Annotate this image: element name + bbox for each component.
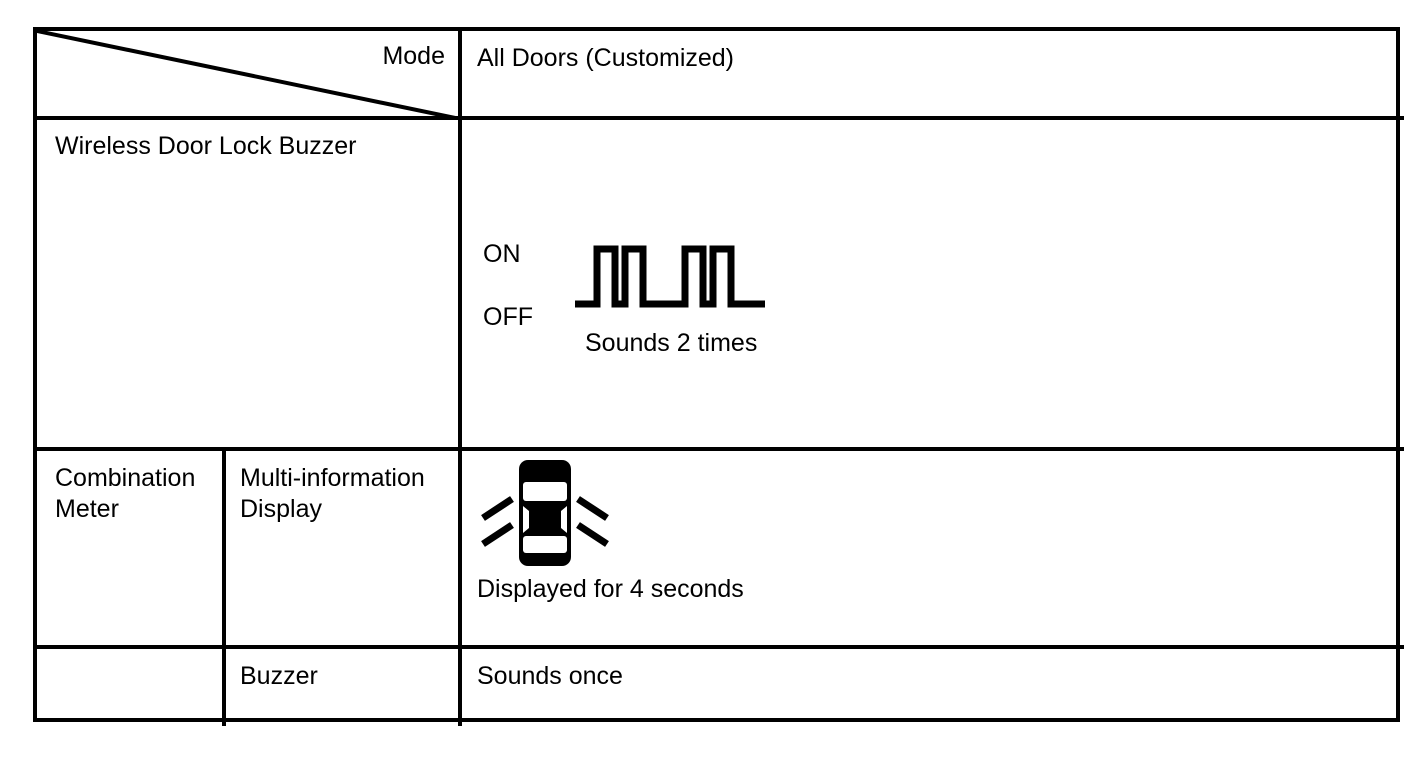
waveform-off-label: OFF [483,303,533,331]
column-divider-main [458,31,462,726]
row-value-sounds-once: Sounds once [477,662,623,690]
waveform-on-label: ON [483,240,521,268]
header-corner-diagonal [37,31,462,120]
row-group-label-combination-meter: Combination Meter [55,464,196,523]
row-divider-header [37,116,1404,120]
header-mode-label: Mode [382,42,445,70]
header-mode-value: All Doors (Customized) [477,44,735,72]
row-label-meter-buzzer: Buzzer [240,662,318,690]
column-divider-sub [222,447,226,726]
row-divider-buzzer [37,447,1404,451]
waveform-trace-icon [575,245,765,308]
display-duration-caption: Displayed for 4 seconds [477,575,744,603]
row-label-multi-information-display: Multi-information Display [240,464,425,523]
row-divider-meter [37,645,1404,649]
row-label-wireless-door-lock-buzzer: Wireless Door Lock Buzzer [55,132,357,160]
multi-information-display-graphic: Displayed for 4 seconds [477,456,907,626]
waveform-caption: Sounds 2 times [585,329,758,357]
car-lock-indicator-icon [481,460,609,566]
buzzer-waveform-diagram: ON OFF Sounds 2 times [477,216,877,361]
operation-table: Mode All Doors (Customized) Wireless Doo… [33,27,1404,726]
